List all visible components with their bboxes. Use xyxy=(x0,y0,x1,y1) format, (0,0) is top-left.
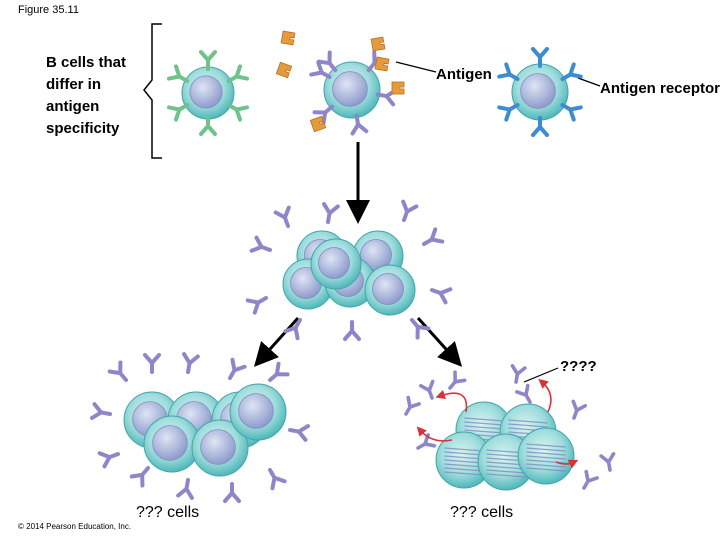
memory-cell-4 xyxy=(191,419,249,477)
green-b-receptor-4 xyxy=(199,50,217,71)
memory-receptor-2 xyxy=(182,352,200,374)
memory-receptor-3 xyxy=(228,357,247,380)
arrow-right xyxy=(416,316,463,367)
arrow-left xyxy=(253,316,300,367)
receptor-leader xyxy=(577,77,601,87)
memory-receptor-8 xyxy=(176,478,194,500)
question-leader xyxy=(523,367,559,383)
cluster-receptor-4 xyxy=(422,227,445,246)
antigen-3 xyxy=(391,81,405,95)
memory-cell-5 xyxy=(229,383,287,441)
antibody-5 xyxy=(571,399,587,420)
cluster-receptor-3 xyxy=(401,199,419,222)
blue-b-receptor-1 xyxy=(560,62,583,81)
figure-title: Figure 35.11 xyxy=(18,4,79,16)
memory-receptor-6 xyxy=(268,468,287,491)
purple-b-receptor-0 xyxy=(316,50,338,73)
antigen-0 xyxy=(280,30,296,46)
antibody-1 xyxy=(419,379,435,400)
blue-b-receptor-5 xyxy=(497,62,520,81)
antibody-4 xyxy=(515,383,532,404)
cluster-receptor-6 xyxy=(410,318,431,340)
blue-b-cell xyxy=(511,63,569,121)
b-cells-label: B cells that differ in antigen specifici… xyxy=(46,54,127,137)
bracket xyxy=(143,23,162,159)
antigen-1 xyxy=(370,36,386,52)
antibody-8 xyxy=(416,433,437,450)
antigen-label: Antigen xyxy=(436,66,492,83)
antibody-2 xyxy=(448,370,467,390)
green-b-receptor-3 xyxy=(166,103,190,122)
antigen-receptor-label: Antigen receptor xyxy=(600,80,720,97)
cluster-cell-5 xyxy=(310,238,362,290)
green-b-receptor-2 xyxy=(226,103,250,122)
memory-receptor-4 xyxy=(268,361,290,382)
green-b-receptor-1 xyxy=(226,64,250,83)
memory-receptor-5 xyxy=(288,424,310,442)
antigen-leader xyxy=(395,61,437,73)
memory-receptor-11 xyxy=(90,402,112,420)
left-cells-label: ??? cells xyxy=(136,504,200,521)
antibody-3 xyxy=(510,364,527,384)
antigen-5 xyxy=(374,56,390,72)
cluster-receptor-5 xyxy=(430,287,453,305)
cluster-receptor-1 xyxy=(273,205,291,228)
plasma-cell-4 xyxy=(517,427,575,485)
antigen-2 xyxy=(275,61,293,79)
memory-receptor-0 xyxy=(107,360,128,382)
purple-b-receptor-3 xyxy=(350,113,369,136)
antibody-7 xyxy=(582,469,599,490)
memory-cell-3 xyxy=(143,415,201,473)
cluster-receptor-8 xyxy=(283,318,302,341)
purple-b-receptor-5 xyxy=(309,60,332,79)
blue-b-receptor-4 xyxy=(497,103,520,122)
cluster-receptor-0 xyxy=(249,235,272,253)
release-arrow-3 xyxy=(555,459,579,469)
antigen-4 xyxy=(309,115,327,133)
release-arrow-1 xyxy=(538,378,552,413)
memory-receptor-10 xyxy=(97,451,120,469)
cluster-receptor-2 xyxy=(322,202,340,224)
plasma-cell-2 xyxy=(435,431,493,489)
memory-receptor-9 xyxy=(129,466,150,488)
right-cells-label: ??? cells xyxy=(450,504,514,521)
antibody-6 xyxy=(599,452,616,472)
purple-b-cell xyxy=(323,61,381,119)
question-label: ???? xyxy=(560,358,597,375)
cluster-receptor-9 xyxy=(245,296,268,315)
release-arrow-0 xyxy=(435,389,468,413)
cluster-cell-4 xyxy=(364,264,416,316)
memory-receptor-1 xyxy=(143,353,161,374)
blue-b-receptor-2 xyxy=(560,103,583,122)
purple-b-receptor-4 xyxy=(312,104,335,126)
antibody-0 xyxy=(404,395,421,416)
green-b-receptor-5 xyxy=(199,115,217,136)
green-b-receptor-0 xyxy=(166,64,190,83)
blue-b-receptor-3 xyxy=(531,116,549,137)
green-b-cell xyxy=(181,66,235,120)
memory-receptor-7 xyxy=(223,482,241,503)
release-arrow-2 xyxy=(416,426,453,442)
copyright: © 2014 Pearson Education, Inc. xyxy=(18,522,132,531)
cluster-receptor-7 xyxy=(343,320,361,341)
blue-b-receptor-0 xyxy=(531,47,549,68)
